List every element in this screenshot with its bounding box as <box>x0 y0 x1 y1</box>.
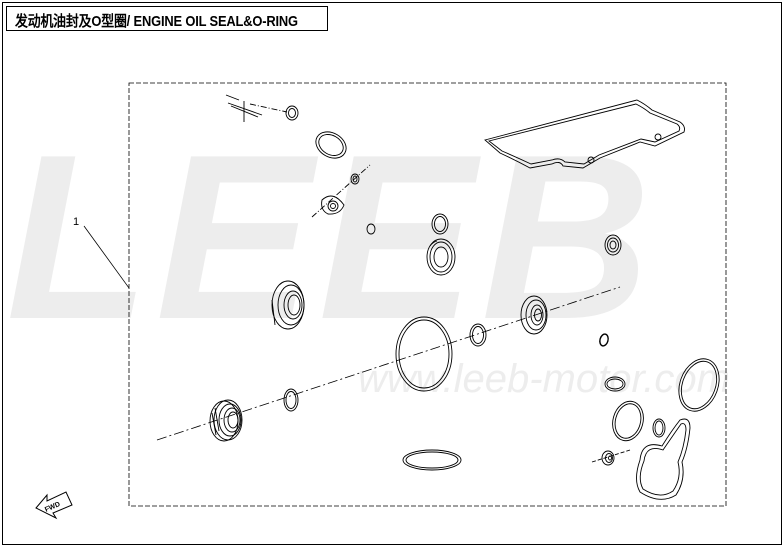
page-title: 发动机油封及O型圈/ ENGINE OIL SEAL&O-RING <box>15 13 298 30</box>
small-o-ring-top <box>285 105 299 121</box>
o-ring-large-right <box>678 358 720 412</box>
o-ring-medium-top <box>315 131 347 159</box>
o-ring-center-upper <box>431 213 449 235</box>
kit-boundary <box>128 82 727 507</box>
oil-seal-small-right <box>604 234 622 256</box>
oil-seal-lower-left <box>209 399 243 442</box>
forward-arrow-icon <box>35 491 73 520</box>
tiny-o-ring <box>366 223 376 235</box>
center-axis <box>156 286 621 441</box>
o-ring-center-right <box>469 323 487 347</box>
o-ring-lower-left <box>283 388 299 412</box>
callout-number: 1 <box>73 216 79 228</box>
watermark-url: www.leeb-motor.com <box>358 357 730 401</box>
shaped-gasket <box>636 418 691 500</box>
small-seal-lower-right <box>591 449 631 466</box>
washer-seal <box>311 164 371 218</box>
large-o-ring-center <box>395 316 453 392</box>
o-ring-tiny-right-lower <box>652 418 666 438</box>
tiny-o-ring-right <box>599 333 609 347</box>
title-box: 发动机油封及O型圈/ ENGINE OIL SEAL&O-RING <box>6 6 328 31</box>
o-ring-right-lower <box>612 400 644 442</box>
o-ring-bottom-center <box>402 449 462 471</box>
oil-seal-center-upper <box>426 238 456 276</box>
oil-seal-center-right <box>520 295 548 335</box>
callout-leader <box>83 225 130 289</box>
pin-set <box>225 94 288 122</box>
watermark-logo: LEEB <box>6 105 657 368</box>
cover-gasket <box>484 99 685 169</box>
o-ring-small-right-mid <box>604 376 626 392</box>
oil-seal-left-large <box>271 280 305 330</box>
